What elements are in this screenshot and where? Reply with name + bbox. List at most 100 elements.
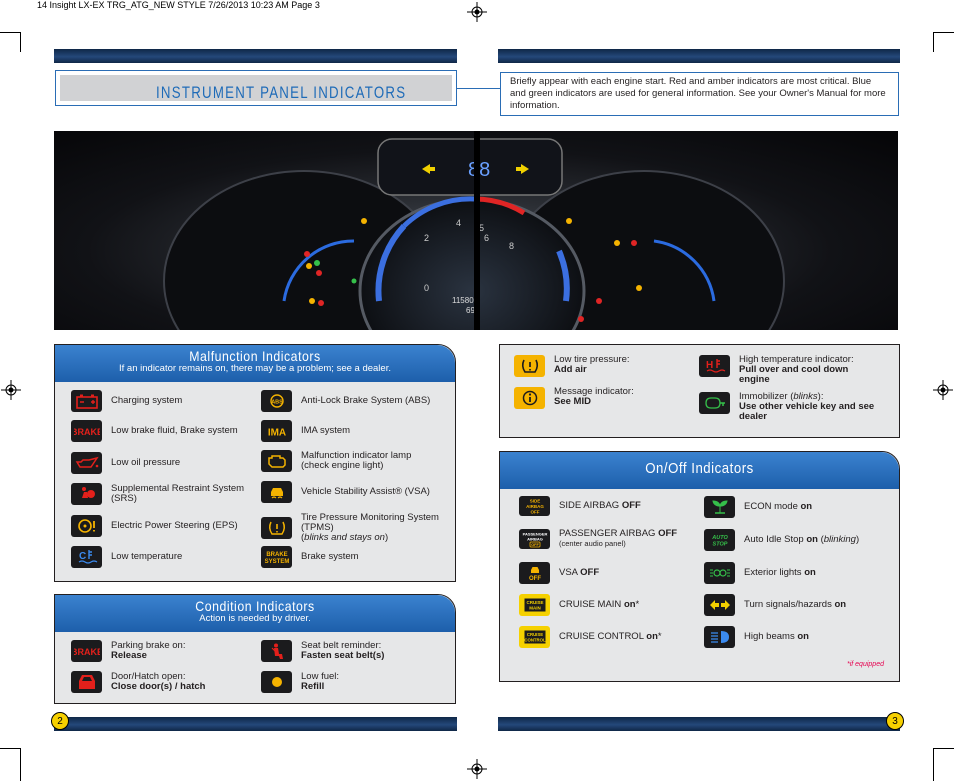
message-icon [514, 387, 545, 409]
oil-can-icon [71, 452, 102, 474]
condition-panel: Condition Indicators Action is needed by… [54, 594, 456, 704]
indicator-label: CRUISE MAIN on* [559, 599, 640, 610]
page-number-left: 2 [51, 712, 69, 730]
low-tire-pressure-icon [514, 355, 545, 377]
range-readout: 69 [466, 306, 475, 315]
indicator-label: SIDE AIRBAG OFF [559, 500, 641, 511]
indicator-label: VSA OFF [559, 567, 600, 578]
vsa-off-icon: OFF [519, 562, 550, 584]
crop-mark [20, 748, 21, 781]
door-open-icon [71, 671, 102, 693]
crop-mark [933, 32, 934, 52]
dashboard-illustration: 88 2 4 5 6 8 0 11580 69 [163, 138, 785, 330]
indicator-label: Message indicator:See MID [554, 386, 634, 407]
svg-text:5: 5 [479, 223, 484, 233]
indicator-label: CRUISE CONTROL on* [559, 631, 662, 642]
low-temperature-icon: C [71, 546, 102, 568]
indicator-door-open: Door/Hatch open:Close door(s) / hatch [71, 671, 205, 693]
abs-icon: ABS [261, 390, 292, 412]
high-beams-icon [704, 626, 735, 648]
indicator-label: Charging system [111, 395, 183, 406]
svg-text:OFF: OFF [531, 543, 539, 547]
indicator-label: Seat belt reminder:Fasten seat belt(s) [301, 640, 385, 661]
svg-text:BRAKE: BRAKE [74, 427, 100, 437]
indicator-label: Turn signals/hazards on [744, 599, 847, 610]
indicator-turn-signals: Turn signals/hazards on [704, 594, 846, 616]
indicator-econ-mode: ECON mode on [704, 496, 812, 518]
indicator-oil: Low oil pressure [71, 452, 180, 474]
indicator-exterior-lights: Exterior lights on [704, 562, 816, 584]
svg-text:H: H [706, 360, 713, 371]
svg-text:AIRBAG: AIRBAG [527, 537, 543, 542]
crop-mark [933, 748, 934, 781]
indicator-label: Low tire pressure:Add air [554, 354, 630, 375]
indicator-label: Parking brake on:Release [111, 640, 186, 661]
indicator-low-temp: C Low temperature [71, 546, 182, 568]
crop-mark [934, 748, 954, 749]
svg-text:8: 8 [509, 241, 514, 251]
registration-mark-icon [1, 380, 21, 400]
crop-mark [0, 32, 20, 33]
page-title: INSTRUMENT PANEL INDICATORS [156, 83, 407, 102]
indicator-label: Brake system [301, 551, 359, 562]
indicator-label: Door/Hatch open:Close door(s) / hatch [111, 671, 206, 692]
svg-text:AIRBAG: AIRBAG [526, 504, 544, 509]
indicator-label: Low oil pressure [111, 457, 181, 468]
malfunction-header: Malfunction Indicators If an indicator r… [55, 345, 455, 382]
indicator-label: High beams on [744, 631, 809, 642]
svg-text:PASSENGER: PASSENGER [522, 532, 547, 537]
indicator-label: Vehicle Stability Assist® (VSA) [301, 486, 430, 497]
indicator-label: Exterior lights on [744, 567, 816, 578]
seat-belt-icon [261, 640, 292, 662]
indicator-label: Immobilizer (blinks):Use other vehicle k… [739, 391, 875, 422]
econ-mode-icon [704, 496, 735, 518]
svg-text:ABS: ABS [271, 400, 283, 406]
indicator-charging: Charging system [71, 390, 182, 412]
intro-text: Briefly appear with each engine start. R… [500, 72, 899, 116]
battery-icon [71, 390, 102, 412]
svg-text:6: 6 [484, 233, 489, 243]
srs-airbag-icon [71, 483, 102, 505]
indicator-high-beams: High beams on [704, 626, 809, 648]
indicator-vsa: Vehicle Stability Assist® (VSA) [261, 481, 430, 503]
svg-text:C: C [79, 551, 86, 562]
registration-mark-icon [933, 380, 953, 400]
indicator-srs: Supplemental Restraint System (SRS) [71, 483, 251, 505]
indicator-label: Anti-Lock Brake System (ABS) [301, 395, 431, 406]
alert-panel: Low tire pressure:Add air Message indica… [499, 344, 900, 438]
svg-text:OFF: OFF [529, 576, 541, 582]
onoff-header: On/Off Indicators [500, 452, 899, 489]
indicator-tpms: Tire Pressure Monitoring System (TPMS)(b… [261, 513, 455, 543]
indicator-label: Auto Idle Stop on (blinking) [744, 534, 860, 545]
indicator-abs: ABS Anti-Lock Brake System (ABS) [261, 390, 430, 412]
svg-text:SYSTEM: SYSTEM [264, 559, 289, 565]
header-bar-right [498, 49, 900, 63]
svg-text:0: 0 [424, 283, 429, 293]
indicator-parking-brake: BRAKE Parking brake on:Release [71, 640, 185, 662]
check-engine-icon [261, 450, 292, 472]
crop-mark [20, 32, 21, 52]
odometer-readout: 11580 [452, 296, 474, 305]
print-slug: 14 Insight LX-EX TRG_ATG_NEW STYLE 7/26/… [37, 0, 320, 10]
registration-mark-icon [467, 759, 487, 779]
svg-text:BRAKE: BRAKE [266, 552, 287, 558]
indicator-ima: IMA IMA system [261, 420, 350, 442]
svg-text:CONTROL: CONTROL [524, 638, 546, 643]
indicator-label: Low temperature [111, 551, 183, 562]
indicator-label: ECON mode on [744, 501, 813, 512]
vsa-icon [261, 481, 292, 503]
title-connector-line [457, 88, 500, 89]
svg-text:STOP: STOP [712, 542, 727, 548]
registration-mark-icon [467, 2, 487, 22]
indicator-label: Low brake fluid, Brake system [111, 425, 238, 436]
crop-mark [0, 748, 20, 749]
